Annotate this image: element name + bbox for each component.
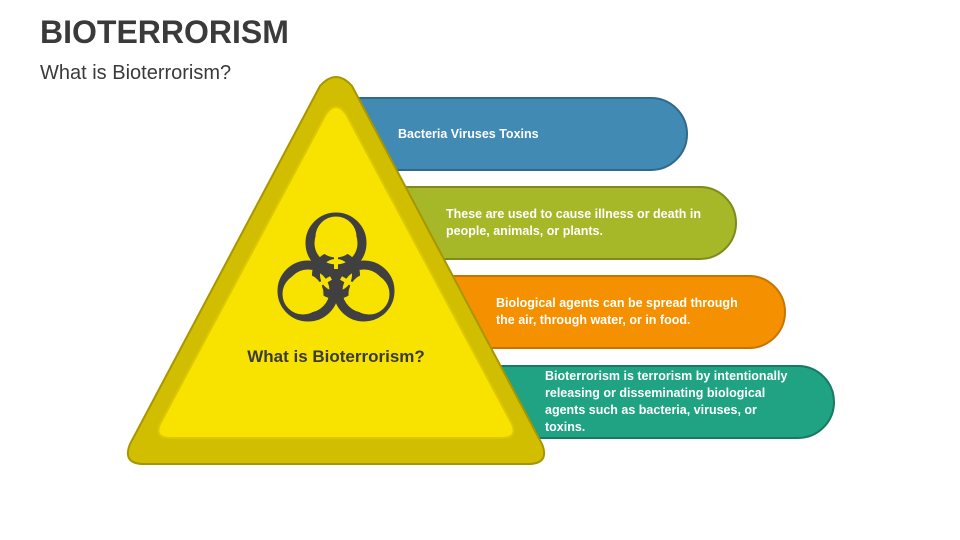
info-bar-1: Bacteria Viruses Toxins: [340, 97, 688, 171]
info-bar-4: Bioterrorism is terrorism by intentional…: [480, 365, 835, 439]
slide-title: BIOTERRORISM: [40, 14, 289, 50]
info-bar-text: Bacteria Viruses Toxins: [398, 126, 539, 141]
triangle-label: What is Bioterrorism?: [247, 347, 425, 366]
info-bar-text: Biological agents can be spread through …: [496, 296, 738, 327]
info-bar-2: These are used to cause illness or death…: [380, 186, 737, 260]
biohazard-icon: [277, 212, 395, 322]
info-bar-3: Biological agents can be spread through …: [430, 275, 786, 349]
info-bar-text: Bioterrorism is terrorism by intentional…: [545, 369, 788, 434]
info-bar-text: These are used to cause illness or death…: [446, 207, 701, 238]
slide-subtitle: What is Bioterrorism?: [40, 62, 232, 84]
